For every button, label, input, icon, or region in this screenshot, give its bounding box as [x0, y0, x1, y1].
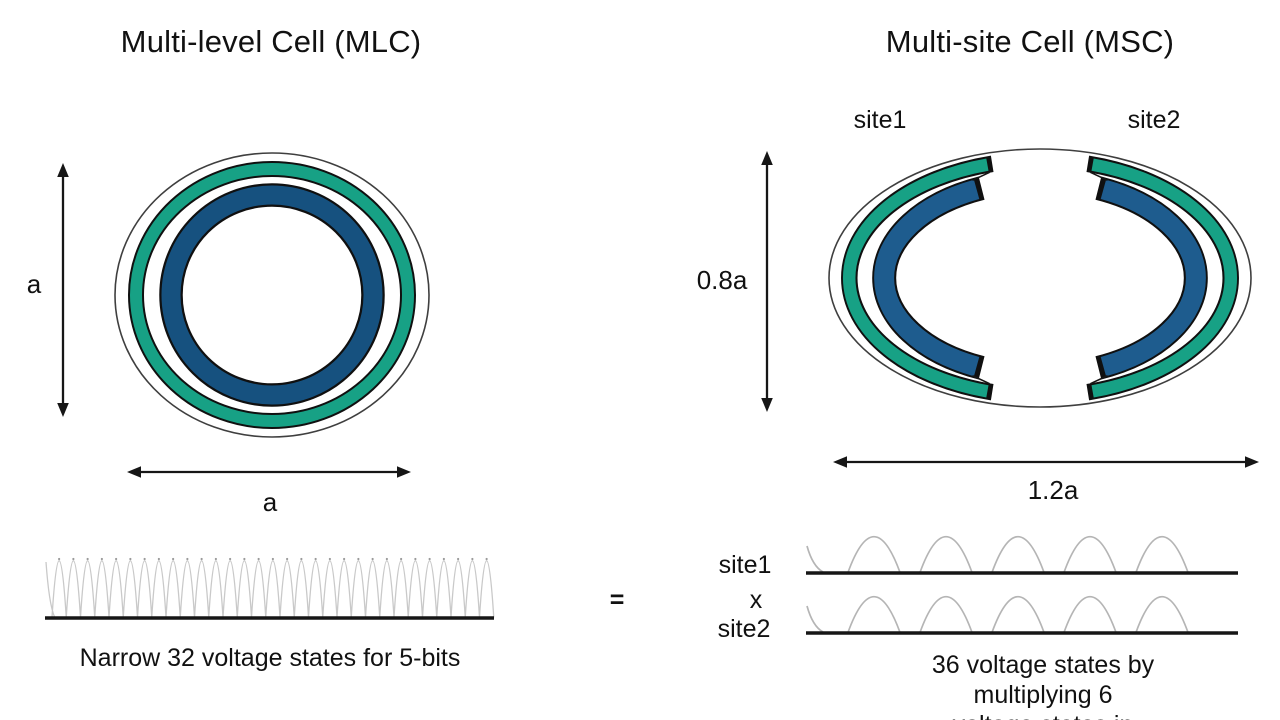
arrowhead-left-icon [833, 456, 847, 468]
waveform-peak-dot [243, 557, 246, 561]
msc-title: Multi-site Cell (MSC) [885, 24, 1175, 59]
msc-cut-edge [972, 374, 990, 385]
waveform-peak-dot [200, 557, 203, 561]
msc-wave-site2-label: site2 [717, 615, 771, 643]
waveform-peak-dot [357, 557, 360, 561]
waveform-peak-dot [328, 557, 331, 561]
waveform-peak-dot [72, 557, 75, 561]
waveform-peak-dot [172, 557, 175, 561]
msc-cut-edge [972, 171, 990, 182]
waveform-peak-dot [129, 557, 132, 561]
msc-site2-green-arc [1091, 158, 1237, 398]
mlc-cell-rings [114, 152, 430, 438]
msc-cut-edge [1090, 171, 1108, 182]
msc-site2-waveform [806, 596, 1238, 635]
waveform-peak-dot [257, 557, 260, 561]
waveform-peak-dot [143, 557, 146, 561]
msc-site1-waveform [806, 536, 1238, 575]
mlc-title: Multi-level Cell (MLC) [120, 24, 422, 59]
waveform-peak-dot [371, 557, 374, 561]
waveform-peak-dot [157, 557, 160, 561]
msc-cut-edge [1090, 374, 1108, 385]
mlc-width-arrow [127, 466, 411, 478]
equals-sign: = [609, 586, 625, 614]
waveform-peak-dot [471, 557, 474, 561]
arrowhead-up-icon [57, 163, 69, 177]
msc-width-label: 1.2a [1027, 475, 1079, 505]
mlc-width-label: a [262, 487, 278, 517]
msc-width-arrow [833, 456, 1259, 468]
msc-site2-top-label: site2 [1127, 106, 1181, 134]
mlc-height-label: a [26, 269, 42, 299]
mlc-blue-ring [161, 185, 383, 405]
waveform-peak-dot [286, 557, 289, 561]
msc-height-arrow [761, 151, 773, 412]
msc-height-label: 0.8a [696, 265, 748, 295]
msc-site1-top-label: site1 [853, 106, 907, 134]
arrowhead-up-icon [761, 151, 773, 165]
waveform-peak-dot [271, 557, 274, 561]
arrowhead-down-icon [57, 403, 69, 417]
waveform-peak-dot [485, 557, 488, 561]
waveform-peak-dot [385, 557, 388, 561]
waveform-peak-dot [214, 557, 217, 561]
msc-cell [828, 148, 1252, 408]
arrowhead-right-icon [1245, 456, 1259, 468]
arrowhead-down-icon [761, 398, 773, 412]
waveform-peak-dot [314, 557, 317, 561]
mlc-green-ring [130, 163, 414, 427]
msc-site1-blue-arc [874, 179, 980, 377]
waveform-peak-dot [442, 557, 445, 561]
waveform-peak-dot [58, 557, 61, 561]
waveform-peak-dot [100, 557, 103, 561]
arrowhead-right-icon [397, 466, 411, 478]
msc-caption: 36 voltage states by multiplying 6 volta… [931, 651, 1155, 720]
waveform-peak-dot [186, 557, 189, 561]
mlc-height-arrow [57, 163, 69, 417]
msc-site1-green-arc [843, 158, 989, 398]
waveform-peak-dot [457, 557, 460, 561]
waveform-peak-dot [86, 557, 89, 561]
waveform-peak-dot [428, 557, 431, 561]
msc-multiply-label: x [749, 586, 763, 614]
waveform-peak-dot [300, 557, 303, 561]
mlc-voltage-waveform [45, 557, 495, 620]
mlc-caption: Narrow 32 voltage states for 5-bits [79, 644, 461, 672]
wave-mlc-humps [45, 560, 495, 618]
waveform-peak-dot [115, 557, 118, 561]
wave-site2-humps [806, 596, 1189, 633]
waveform-peak-dot [400, 557, 403, 561]
arrowhead-left-icon [127, 466, 141, 478]
waveform-peak-dot [229, 557, 232, 561]
waveform-peak-dot [343, 557, 346, 561]
msc-site2-blue-arc [1100, 179, 1206, 377]
wave-site1-humps [806, 536, 1189, 573]
waveform-peak-dot [414, 557, 417, 561]
msc-wave-site1-label: site1 [718, 551, 772, 579]
